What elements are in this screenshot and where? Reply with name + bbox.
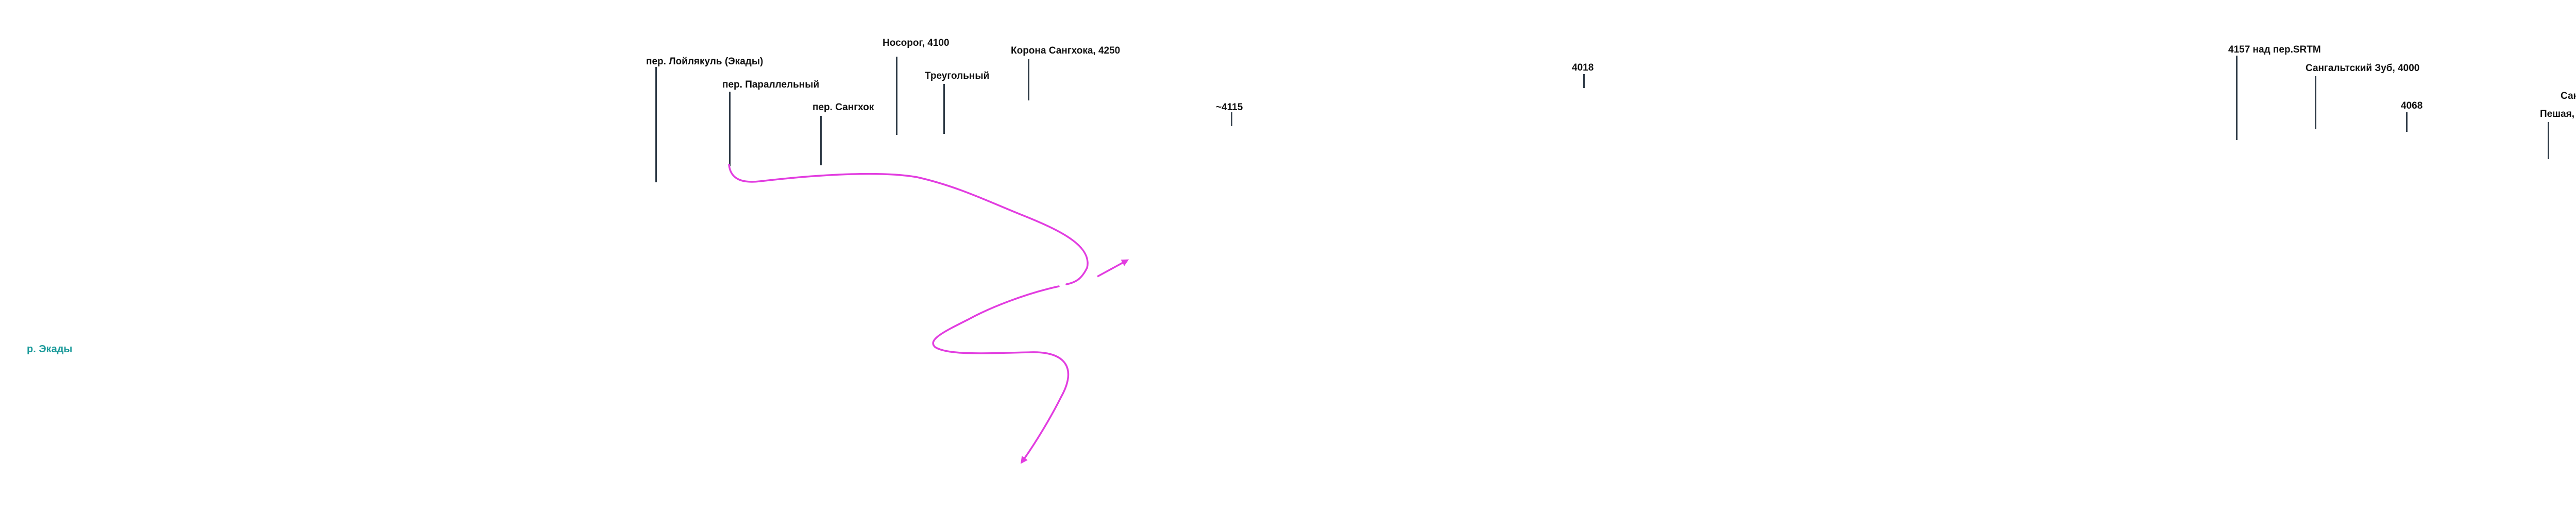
leader-line-korona-sanghoka	[1028, 59, 1029, 100]
peak-label-parallelny: пер. Параллельный	[722, 79, 820, 90]
leader-line-4115	[1231, 112, 1232, 126]
peak-label-peshaya: Пешая, 4146	[2540, 109, 2576, 119]
peak-label-loilyakul: пер. Лойлякуль (Экады)	[646, 56, 764, 67]
leader-line-sanghok	[820, 116, 822, 165]
peak-label-korona-sanghoka: Корона Сангхока, 4250	[1011, 45, 1121, 56]
leader-line-4068	[2406, 112, 2408, 132]
route-arrow-east	[1097, 259, 1129, 278]
peak-label-4157: 4157 над пер.SRTM	[2228, 44, 2321, 55]
peak-label-4018: 4018	[1572, 62, 1594, 73]
leader-line-4157	[2236, 56, 2238, 140]
route-segment-lower	[932, 285, 1070, 464]
leader-line-sangaltsky-zub	[2315, 76, 2316, 129]
peak-label-sangaltsky-zub: Сангальтский Зуб, 4000	[2306, 63, 2420, 74]
peak-label-nosorog: Носорог, 4100	[883, 38, 950, 48]
leader-line-loilyakul	[655, 67, 657, 182]
leader-line-nosorog	[896, 57, 897, 135]
peak-label-sanghok: пер. Сангхок	[812, 102, 874, 113]
leader-line-4018	[1583, 74, 1585, 88]
peak-label-sangi-navishta: Санги-Навишта, 3973	[2561, 91, 2576, 101]
leader-line-treugolny	[943, 84, 945, 134]
leader-line-parallelny	[729, 92, 731, 166]
peak-label-4115: ~4115	[1216, 102, 1243, 113]
leader-line-peshaya	[2548, 122, 2549, 159]
route-segment-upper	[728, 164, 1089, 285]
river-label-ekady: р. Экады	[27, 344, 73, 355]
peak-label-4068: 4068	[2401, 100, 2423, 111]
peak-label-treugolny: Треугольный	[925, 71, 990, 81]
